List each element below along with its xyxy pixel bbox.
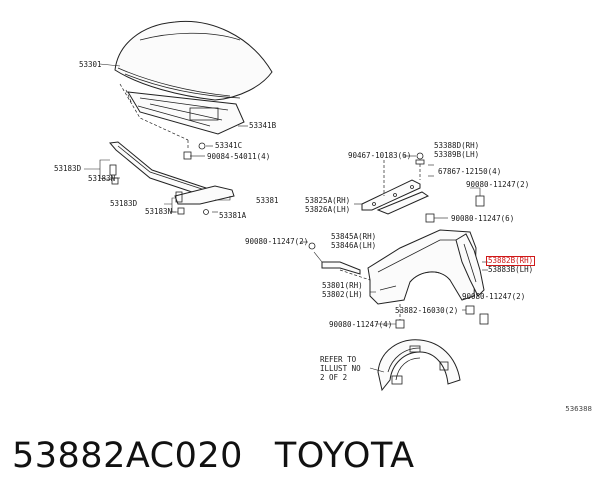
fender-liner [377,339,461,392]
label-53183d-upper[interactable]: 53183D [54,164,82,173]
label-90080-11247-d[interactable]: 90080-11247(2) [462,292,526,301]
fender-support-bracket [361,179,430,215]
label-90084-54011[interactable]: 90084-54011(4) [207,152,271,161]
label-53381[interactable]: 53381 [256,196,279,205]
label-53301[interactable]: 53301 [79,60,102,69]
label-90467-10183[interactable]: 90467-10183(6) [348,151,412,160]
part-number: 53882AC020 [12,436,243,476]
label-53183d-lower[interactable]: 53183D [110,199,138,208]
label-53846a-lh[interactable]: 53846A(LH) [331,241,377,250]
label-53341c[interactable]: 53341C [215,141,243,150]
label-53845a-rh[interactable]: 53845A(RH) [331,232,377,241]
label-90080-11247-b[interactable]: 90080-11247(6) [451,214,515,223]
label-refer-illust[interactable]: REFER TO ILLUST NO 2 OF 2 [320,355,361,382]
label-53883b-lh[interactable]: 53883B(LH) [488,265,534,274]
label-53801-rh[interactable]: 53801(RH) [322,281,363,290]
hood-seal [174,185,235,205]
label-53802-lh[interactable]: 53802(LH) [322,290,363,299]
hood-support-rod [109,141,213,197]
fender-seal [455,233,485,297]
label-67867-12150[interactable]: 67867-12150(4) [438,167,502,176]
label-53882-16030[interactable]: 53882-16030(2) [395,306,459,315]
label-53341b[interactable]: 53341B [249,121,277,130]
hood-inner-panel [127,91,245,135]
label-53388d-rh[interactable]: 53388D(RH) [434,141,480,150]
label-90080-11247-a[interactable]: 90080-11247(2) [466,180,530,189]
label-53825a-rh[interactable]: 53825A(RH) [305,196,351,205]
label-53381a[interactable]: 53381A [219,211,247,220]
label-53183n-lower[interactable]: 53183N [145,207,173,216]
brand-name: TOYOTA [274,436,415,476]
label-53389b-lh[interactable]: 53389B(LH) [434,150,480,159]
illustration-reference-code: 536388 [565,405,592,413]
hood-panel [114,20,273,101]
label-53882b-rh-highlighted[interactable]: 53882B(RH) [485,256,536,266]
footer-title: 53882AC020 TOYOTA [12,436,415,476]
label-90080-11247-e[interactable]: 90080-11247(4) [329,320,393,329]
diagram-drawing [84,20,489,392]
label-53183n-upper[interactable]: 53183N [88,174,116,183]
parts-diagram: 53301 53341B 53341C 90084-54011(4) 53183… [54,20,536,392]
label-53826a-lh[interactable]: 53826A(LH) [305,205,351,214]
label-90080-11247-c[interactable]: 90080-11247(2) [245,237,309,246]
